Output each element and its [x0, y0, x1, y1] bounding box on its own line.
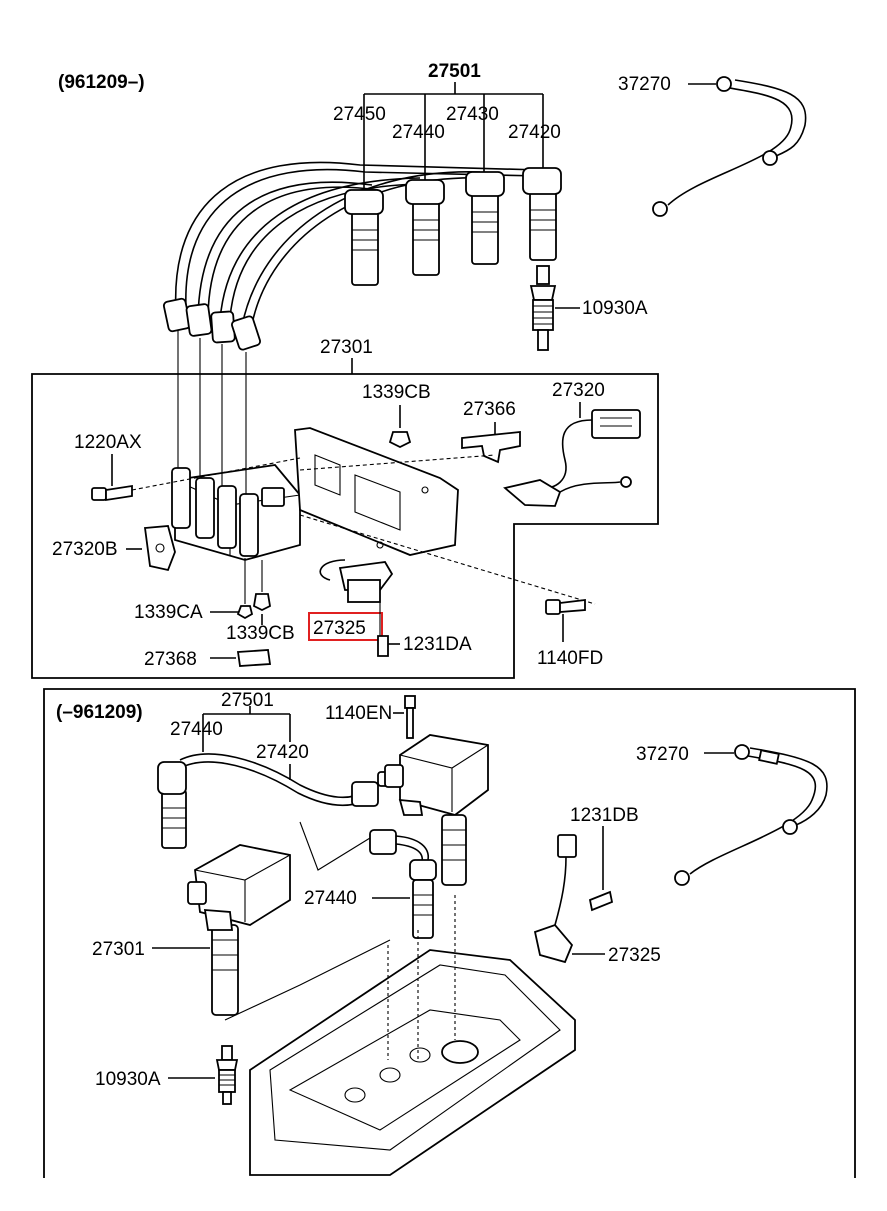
nut-1339CA [236, 605, 254, 620]
label-1339CA[interactable]: 1339CA [134, 602, 203, 623]
ground-strap-lower [674, 744, 828, 886]
label-27301-upper[interactable]: 27301 [320, 337, 373, 358]
label-1231DA[interactable]: 1231DA [403, 634, 472, 655]
lower-section: (–961209) 27501 27440 27420 1140EN [43, 688, 856, 1178]
label-27320[interactable]: 27320 [552, 380, 605, 401]
plug-boot-27430 [465, 171, 505, 265]
plug-boot-27420 [522, 167, 562, 261]
nut-1339CB-top [388, 431, 412, 449]
coil-assembly-frame [31, 373, 659, 679]
plug-boot-27450 [344, 189, 384, 286]
wiring-harness-27320 [503, 409, 641, 507]
highlight-27325 [308, 612, 383, 641]
ignition-coil-pack-upper [171, 330, 301, 561]
label-1220AX[interactable]: 1220AX [74, 432, 142, 453]
upper-section: (961209–) 27501 27450 27440 27430 27420 [31, 61, 807, 679]
label-27420-lower[interactable]: 27420 [256, 742, 309, 763]
lower-section-frame [43, 688, 856, 1178]
label-37270-upper[interactable]: 37270 [618, 74, 671, 95]
clip-27368 [236, 649, 272, 667]
bolt-1220AX [91, 457, 301, 502]
plug-wire-set [162, 161, 562, 351]
bolt-1140EN [404, 695, 416, 739]
spark-plug-lower [215, 1045, 239, 1105]
mounting-bracket [294, 427, 459, 556]
label-1339CB-top[interactable]: 1339CB [362, 382, 431, 403]
spark-plug-upper [529, 265, 557, 351]
leader-27501 [363, 82, 544, 188]
upper-date-range: (961209–) [58, 72, 145, 93]
condenser-27325-upper [319, 559, 394, 603]
label-27420[interactable]: 27420 [508, 122, 561, 143]
label-27440-lower[interactable]: 27440 [304, 888, 357, 909]
label-10930A-upper[interactable]: 10930A [582, 298, 648, 319]
label-1140FD[interactable]: 1140FD [537, 648, 603, 669]
label-27430[interactable]: 27430 [446, 104, 499, 125]
plug-wire-27420-lower [157, 753, 399, 849]
label-27368[interactable]: 27368 [144, 649, 197, 670]
label-27366[interactable]: 27366 [463, 399, 516, 420]
label-27301-lower[interactable]: 27301 [92, 939, 145, 960]
label-27325-lower[interactable]: 27325 [608, 945, 661, 966]
label-10930A-lower[interactable]: 10930A [95, 1069, 161, 1090]
label-27440-lower-top[interactable]: 27440 [170, 719, 223, 740]
label-27440[interactable]: 27440 [392, 122, 445, 143]
cylinder-head-cover [224, 895, 576, 1176]
bolt-1140FD [299, 514, 596, 615]
condenser-27325-lower [533, 834, 614, 964]
label-1140EN[interactable]: 1140EN [325, 703, 392, 724]
lower-date-range: (–961209) [56, 702, 143, 723]
label-27325-upper[interactable]: 27325 [313, 618, 366, 639]
label-1339CB-lower[interactable]: 1339CB [226, 623, 295, 644]
label-27501-lower[interactable]: 27501 [221, 690, 274, 711]
ground-strap-upper [652, 76, 807, 217]
label-37270-lower[interactable]: 37270 [636, 744, 689, 765]
label-1231DB[interactable]: 1231DB [570, 805, 639, 826]
nut-1339CB-lower [253, 593, 271, 612]
coil-on-plug-right [384, 734, 489, 886]
coil-on-plug-left [187, 844, 291, 1016]
bracket-27366 [461, 431, 521, 464]
screw-1231DA [377, 635, 389, 657]
label-27450[interactable]: 27450 [333, 104, 386, 125]
plug-wire-27440-lower [369, 829, 437, 939]
bracket-27320B [143, 525, 176, 572]
label-27320B[interactable]: 27320B [52, 539, 118, 560]
plug-boot-27440 [405, 179, 445, 276]
label-27501[interactable]: 27501 [428, 61, 481, 82]
